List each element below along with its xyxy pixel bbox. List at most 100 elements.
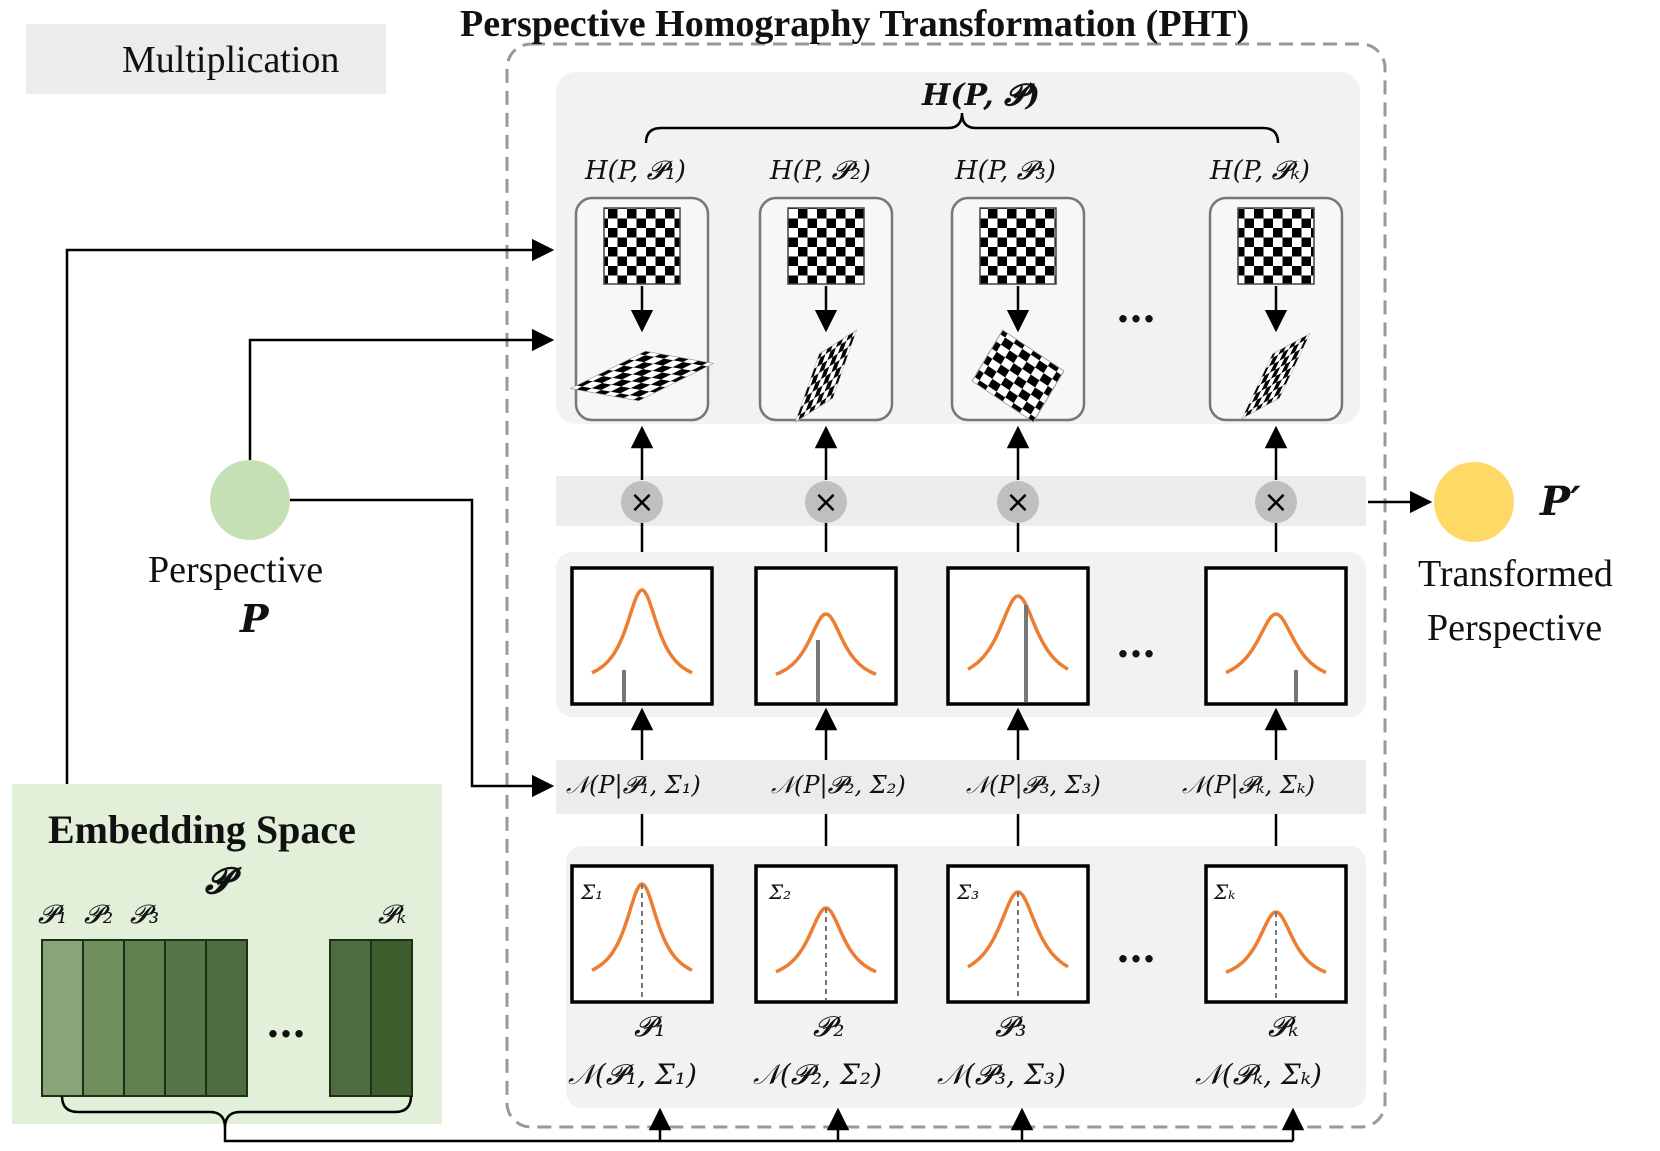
plot-frame <box>754 864 898 1004</box>
embedding-bar <box>123 939 166 1097</box>
diagram-title: Perspective Homography Transformation (P… <box>460 3 1250 45</box>
checkerboard-source <box>979 207 1057 285</box>
pht-container <box>505 42 1387 1129</box>
embedding-label-1: 𝓟₁ <box>38 900 68 930</box>
distribution-label-3: 𝒩(𝓟₃, Σ₃) <box>937 1058 1066 1091</box>
multiply-glyph: × <box>813 485 838 520</box>
likelihood-label-k: 𝒩(P|𝓟ₖ, Σₖ) <box>1182 771 1315 799</box>
plot-frame <box>946 864 1090 1004</box>
sigma-label-1: Σ₁ <box>581 880 604 904</box>
sigma-label-3: Σ₃ <box>957 880 980 904</box>
plot-frame <box>754 566 898 706</box>
embedding-ellipsis: … <box>266 1000 308 1047</box>
embedding-to-homography-arrow <box>65 238 555 784</box>
gaussian-plot-3 <box>946 864 1090 1004</box>
homography-box-1 <box>569 196 715 422</box>
warped-group <box>794 329 858 423</box>
center-label-1: 𝓟₁ <box>634 1010 666 1043</box>
multiply-icon <box>805 481 847 523</box>
distribution-label-2: 𝒩(𝓟₂, Σ₂) <box>753 1058 882 1091</box>
likelihood-label-3: 𝒩(P|𝓟₃, Σ₃) <box>966 771 1101 799</box>
homography-ellipsis: … <box>1116 285 1158 332</box>
gaussian-plot-2 <box>754 864 898 1004</box>
multiply-icon <box>1255 481 1297 523</box>
likelihood-curve <box>591 588 693 675</box>
embedding-label-k: 𝓟ₖ <box>378 900 407 930</box>
distribution-label-1: 𝒩(𝓟₁, Σ₁) <box>568 1058 697 1091</box>
checkerboard-warped <box>569 350 715 402</box>
legend <box>26 24 386 94</box>
checkerboard-warped <box>1241 332 1311 420</box>
distribution-label-k: 𝒩(𝓟ₖ, Σₖ) <box>1195 1058 1322 1091</box>
gaussian-plot-4 <box>1204 864 1348 1004</box>
sigma-label-2: Σ₂ <box>769 880 792 904</box>
likelihood-label-band <box>556 760 1366 814</box>
likelihood-plot-4 <box>1204 566 1348 706</box>
multiply-icon <box>621 481 663 523</box>
perspective-node <box>210 460 290 540</box>
embedding-label-2: 𝓟₂ <box>84 900 114 930</box>
perspective-to-likelihood-arrow <box>290 498 555 798</box>
plot-frame <box>946 566 1090 706</box>
likelihood-label-1: 𝒩(P|𝓟₁, Σ₁) <box>566 771 701 799</box>
embedding-bar <box>329 939 372 1097</box>
perspective-label: Perspective <box>148 549 324 591</box>
multiply-node-3: × <box>997 481 1039 523</box>
checkerboard-warped <box>971 329 1065 423</box>
likelihood-curve <box>1225 612 1327 675</box>
gaussian-ellipsis: … <box>1116 925 1158 972</box>
homography-brace <box>644 112 1280 144</box>
likelihood-plot-1 <box>570 566 714 706</box>
embedding-bus-line <box>223 1128 1293 1143</box>
checkerboard-source <box>1237 207 1315 285</box>
transformed-perspective-label-2: Perspective <box>1427 607 1603 649</box>
embedding-space-title: Embedding Space <box>48 807 356 852</box>
center-label-3: 𝓟₃ <box>995 1010 1027 1043</box>
likelihood-curve <box>775 612 877 676</box>
embedding-bar <box>370 939 413 1097</box>
likelihood-ellipsis: … <box>1116 620 1158 667</box>
perspective-to-homography-arrow <box>248 328 555 460</box>
center-label-2: 𝓟₂ <box>813 1010 845 1043</box>
multiply-glyph: × <box>1263 485 1288 520</box>
transformed-perspective-symbol: P′ <box>1540 478 1581 525</box>
likelihood-label-2: 𝒩(P|𝓟₂, Σ₂) <box>771 771 906 799</box>
warped-group <box>1241 332 1311 420</box>
likelihood-plot-3 <box>946 566 1090 706</box>
homography-box-2 <box>758 196 894 423</box>
transformed-perspective-node <box>1434 462 1514 542</box>
homography-box-4 <box>1208 196 1344 422</box>
legend-label: Multiplication <box>122 39 340 81</box>
embedding-bar <box>205 939 248 1097</box>
gaussian-plot-1 <box>570 864 714 1004</box>
homography-label-1: H(P, 𝓟₁) <box>585 156 686 186</box>
multiply-node-2: × <box>805 481 847 523</box>
homography-label-k: H(P, 𝓟ₖ) <box>1210 156 1310 186</box>
homography-label-2: H(P, 𝓟₂) <box>770 156 871 186</box>
transformed-perspective-label-1: Transformed <box>1418 553 1613 595</box>
checkerboard-source <box>787 207 865 285</box>
sigma-label-k: Σₖ <box>1214 880 1236 904</box>
warped-group <box>569 350 715 402</box>
homography-label-3: H(P, 𝓟₃) <box>955 156 1056 186</box>
multiplication-band <box>556 476 1366 526</box>
warped-group <box>971 329 1065 423</box>
likelihood-curve <box>967 594 1069 671</box>
multiply-node-1: × <box>621 481 663 523</box>
center-label-k: 𝓟ₖ <box>1268 1010 1299 1043</box>
embedding-space-symbol: 𝓟 <box>205 860 231 902</box>
checkerboard-source <box>603 207 681 285</box>
embedding-label-3: 𝓟₃ <box>130 900 160 930</box>
homography-group-label: H(P, 𝓟) <box>922 78 1040 113</box>
homography-box-3 <box>950 196 1086 423</box>
multiply-node-4: × <box>1255 481 1297 523</box>
perspective-symbol: P <box>240 596 269 641</box>
embedding-bar <box>164 939 207 1097</box>
multiply-glyph: × <box>629 485 654 520</box>
checkerboard-warped <box>794 329 858 423</box>
multiply-glyph: × <box>1005 485 1030 520</box>
likelihood-plot-2 <box>754 566 898 706</box>
multiply-icon <box>997 481 1039 523</box>
